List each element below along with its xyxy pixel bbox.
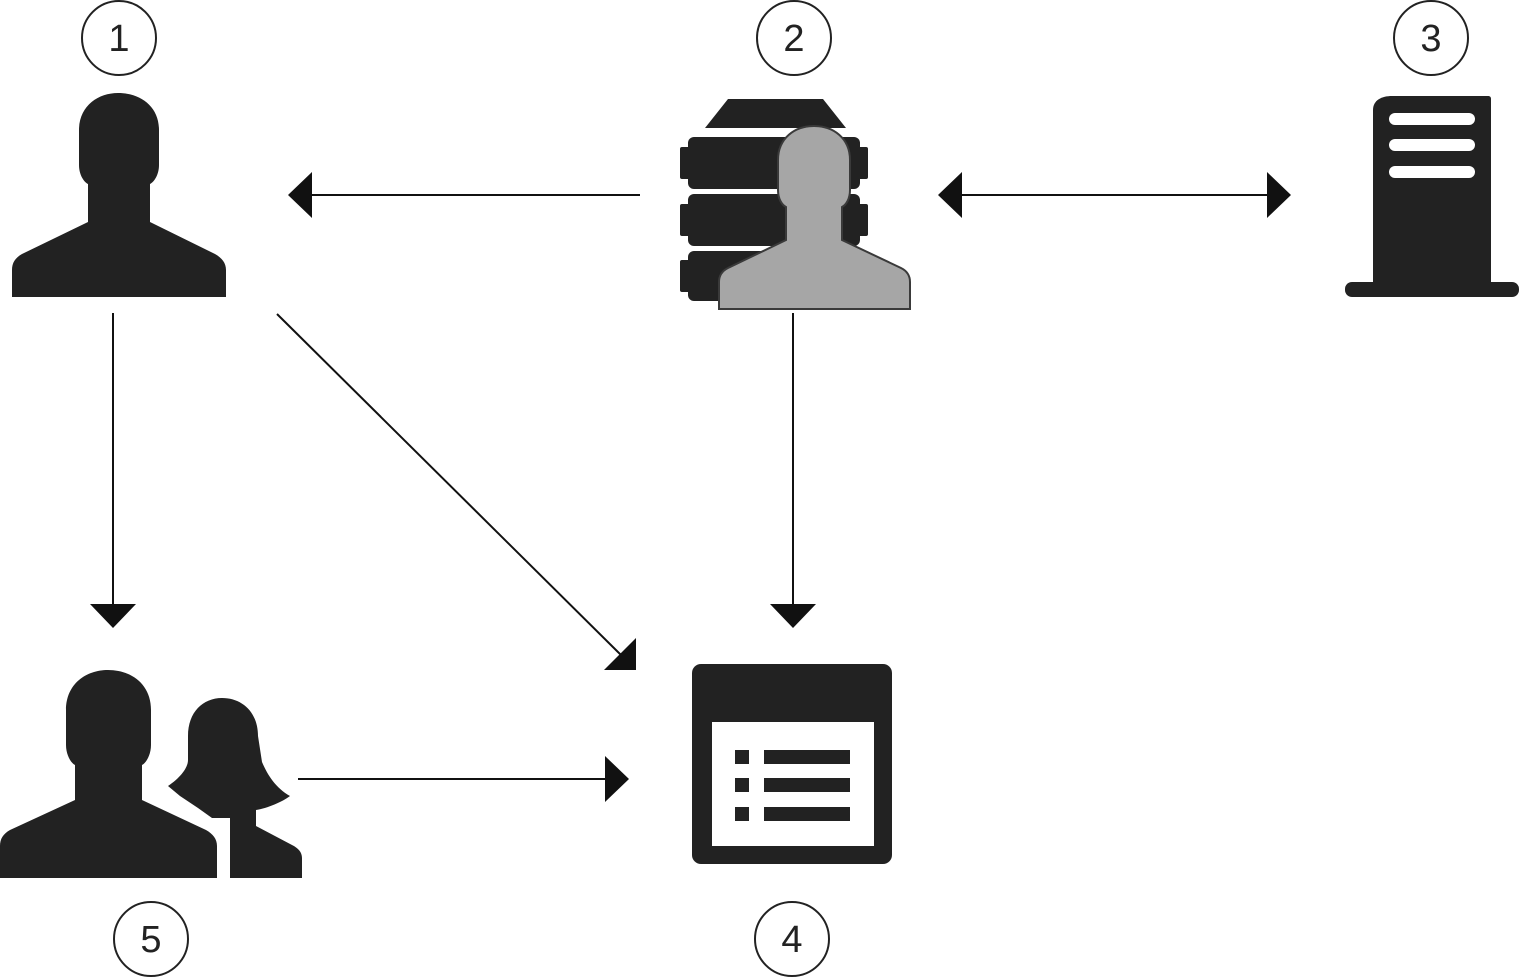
arrowhead-to-5 [90,604,136,628]
arrowheads [90,172,1291,802]
server-tower-icon [1345,96,1519,297]
edge-1-to-4 [276,313,623,657]
female-user-icon [168,698,302,878]
accent-user-icon [718,124,911,310]
node-2-badge: 2 [756,0,832,76]
node-1-number: 1 [108,18,129,60]
arrowhead-to-2 [938,172,962,218]
node-5-badge: 5 [113,901,189,977]
user-group-icon [0,664,302,883]
arrowhead-5-to-4 [605,756,629,802]
node-4-number: 4 [781,919,802,961]
male-user-icon [0,664,222,883]
server-user-icon [680,99,911,310]
arrowhead-to-1 [288,172,312,218]
node-1-badge: 1 [81,0,157,76]
node-2-number: 2 [783,18,804,60]
node-5-number: 5 [140,919,161,961]
user-icon [12,93,226,297]
node-3-badge: 3 [1393,0,1469,76]
connectors [112,194,1268,780]
arrowhead-to-3 [1267,172,1291,218]
arrowhead-2-to-4 [770,604,816,628]
arrowhead-1-to-4 [604,638,636,670]
list-window-icon [692,664,892,864]
node-3-number: 3 [1420,18,1441,60]
node-4-badge: 4 [754,901,830,977]
